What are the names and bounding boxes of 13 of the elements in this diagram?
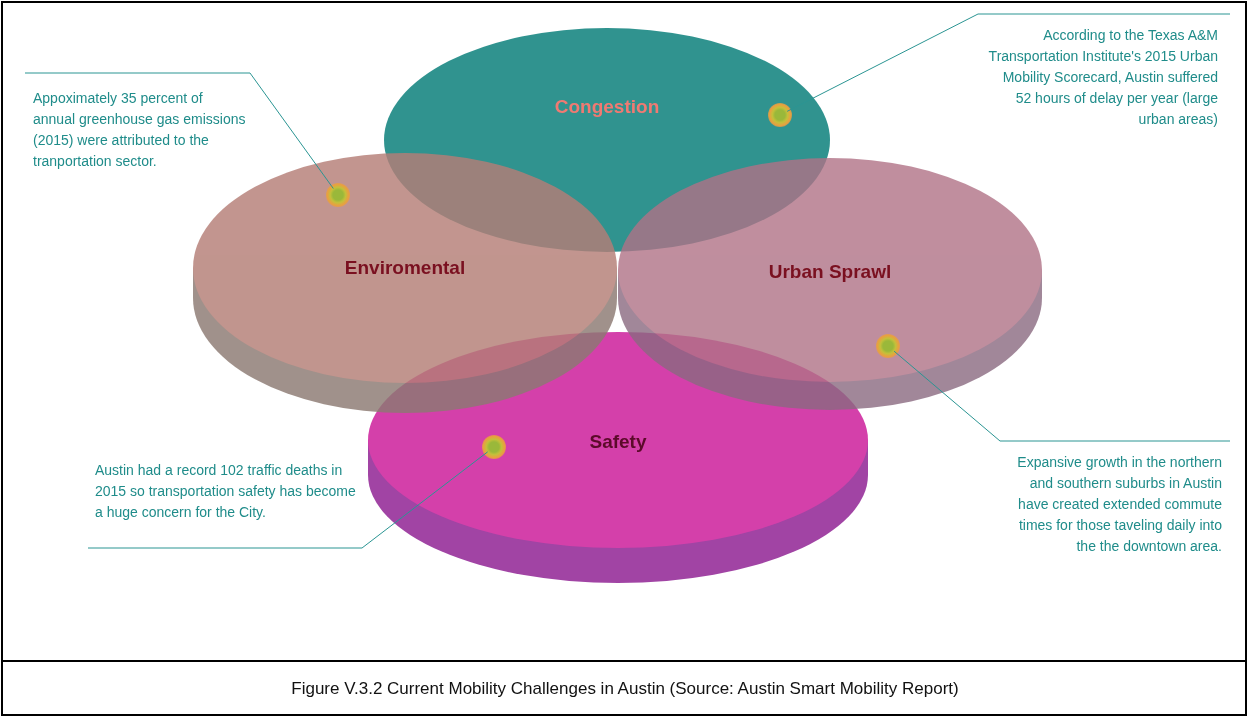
callout-text: Appoximately 35 percent of annual greenhouse gas emissions (2015) were attributed to the tranportation sector. [33, 89, 247, 171]
disc-label: Enviromental [344, 257, 466, 279]
leader-line [893, 350, 1231, 442]
leader-line [87, 451, 489, 549]
callout-text: Austin had a record 102 traffic deaths in 2015 so transportation safety has become a huge concern for the City. [95, 461, 357, 522]
figure-caption: Figure V.3.2 Current Mobility Challenges in Austin (Source: Austin Smart Mobility Report) [291, 678, 959, 699]
leader-line [786, 13, 1231, 112]
leader-line [24, 72, 334, 189]
callout-text: According to the Texas A&M Transportation Institute's 2015 Urban Mobility Scorecard, Austin suffered 52 hours of delay per year (large urban areas) [987, 26, 1218, 129]
disc-label: Safety [589, 431, 647, 453]
disc-label: Congestion [554, 96, 660, 118]
disc-label: Urban Sprawl [768, 261, 892, 283]
callout-text: Expansive growth in the northern and southern suburbs in Austin have created extended commute times for those taveling daily into the the downtown area. [1016, 453, 1222, 556]
